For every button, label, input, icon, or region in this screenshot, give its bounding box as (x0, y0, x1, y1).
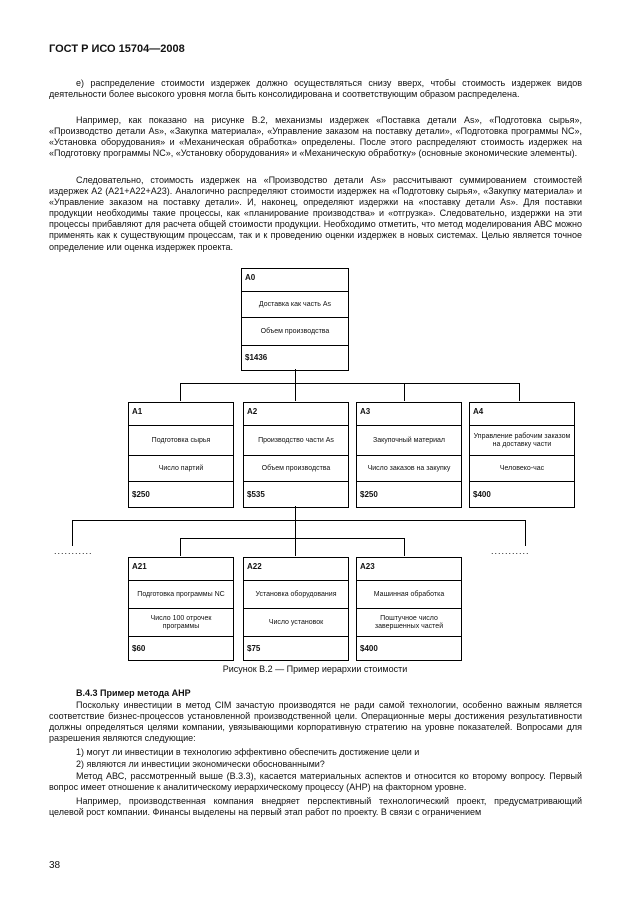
node-a4: A4 Управление рабочим заказом на доставк… (469, 402, 575, 508)
node-cost: $400 (470, 481, 574, 507)
paragraph: Например, производственная компания внед… (49, 796, 582, 818)
connector (295, 506, 296, 520)
node-id: A3 (360, 407, 371, 416)
connector (72, 520, 73, 546)
node-id: A22 (247, 562, 262, 571)
node-a0: A0 Доставка как часть As Объем производс… (241, 268, 349, 371)
node-id: A4 (473, 407, 484, 416)
paragraph: Следовательно, стоимость издержек на «Пр… (49, 175, 582, 252)
node-a3: A3 Закупочный материал Число заказов на … (356, 402, 462, 508)
ellipsis-left: ........... (54, 546, 93, 556)
node-name: Подготовка сырья (129, 425, 233, 455)
node-name: Установка оборудования (244, 580, 348, 608)
node-driver: Человеко-час (470, 455, 574, 481)
node-cost: $60 (129, 636, 233, 660)
node-cost: $75 (244, 636, 348, 660)
ellipsis-right: ........... (491, 546, 530, 556)
node-name: Подготовка программы NC (129, 580, 233, 608)
paragraph: Поскольку инвестиции в метод CIM зачасту… (49, 700, 582, 744)
connector (525, 520, 526, 546)
connector (295, 521, 296, 556)
figure-caption: Рисунок В.2 — Пример иерархии стоимости (222, 664, 408, 674)
node-name: Машинная обработка (357, 580, 461, 608)
node-a1: A1 Подготовка сырья Число партий $250 (128, 402, 234, 508)
node-driver: Число установок (244, 608, 348, 636)
node-cost: $250 (357, 481, 461, 507)
page-number: 38 (49, 860, 61, 871)
connector (180, 383, 519, 384)
connector (519, 383, 520, 401)
node-a2: A2 Производство части As Объем производс… (243, 402, 349, 508)
node-name: Производство части As (244, 425, 348, 455)
node-cost: $400 (357, 636, 461, 660)
paragraph: е) распределение стоимости издержек долж… (49, 78, 582, 100)
node-name: Доставка как часть As (242, 291, 348, 317)
list-item: 2) являются ли инвестиции экономически о… (76, 759, 325, 769)
node-driver: Поштучное число завершенных частей (357, 608, 461, 636)
connector (295, 383, 296, 401)
node-driver: Число заказов на закупку (357, 455, 461, 481)
connector (180, 383, 181, 401)
connector (72, 520, 526, 521)
paragraph: Например, как показано на рисунке В.2, м… (49, 115, 582, 159)
node-name: Управление рабочим заказом на доставку ч… (470, 425, 574, 455)
connector (180, 538, 405, 539)
connector (404, 383, 405, 401)
node-driver: Объем производства (244, 455, 348, 481)
node-id: A1 (132, 407, 143, 416)
node-driver: Объем производства (242, 317, 348, 345)
node-id: A0 (245, 273, 256, 282)
node-name: Закупочный материал (357, 425, 461, 455)
node-a22: A22 Установка оборудования Число установ… (243, 557, 349, 661)
section-title: В.4.3 Пример метода АНР (76, 688, 191, 698)
node-driver: Число 100 отрочек программы (129, 608, 233, 636)
node-id: A2 (247, 407, 258, 416)
node-a23: A23 Машинная обработка Поштучное число з… (356, 557, 462, 661)
node-cost: $1436 (242, 345, 348, 370)
node-driver: Число партий (129, 455, 233, 481)
node-cost: $535 (244, 481, 348, 507)
document-header: ГОСТ Р ИСО 15704—2008 (49, 43, 185, 55)
connector (295, 369, 296, 383)
list-item: 1) могут ли инвестиции в технологию эффе… (76, 747, 420, 757)
connector (180, 538, 181, 556)
node-id: A21 (132, 562, 147, 571)
node-id: A23 (360, 562, 375, 571)
paragraph: Метод АВС, рассмотренный выше (В.3.3), к… (49, 771, 582, 793)
connector (404, 538, 405, 556)
node-cost: $250 (129, 481, 233, 507)
node-a21: A21 Подготовка программы NC Число 100 от… (128, 557, 234, 661)
